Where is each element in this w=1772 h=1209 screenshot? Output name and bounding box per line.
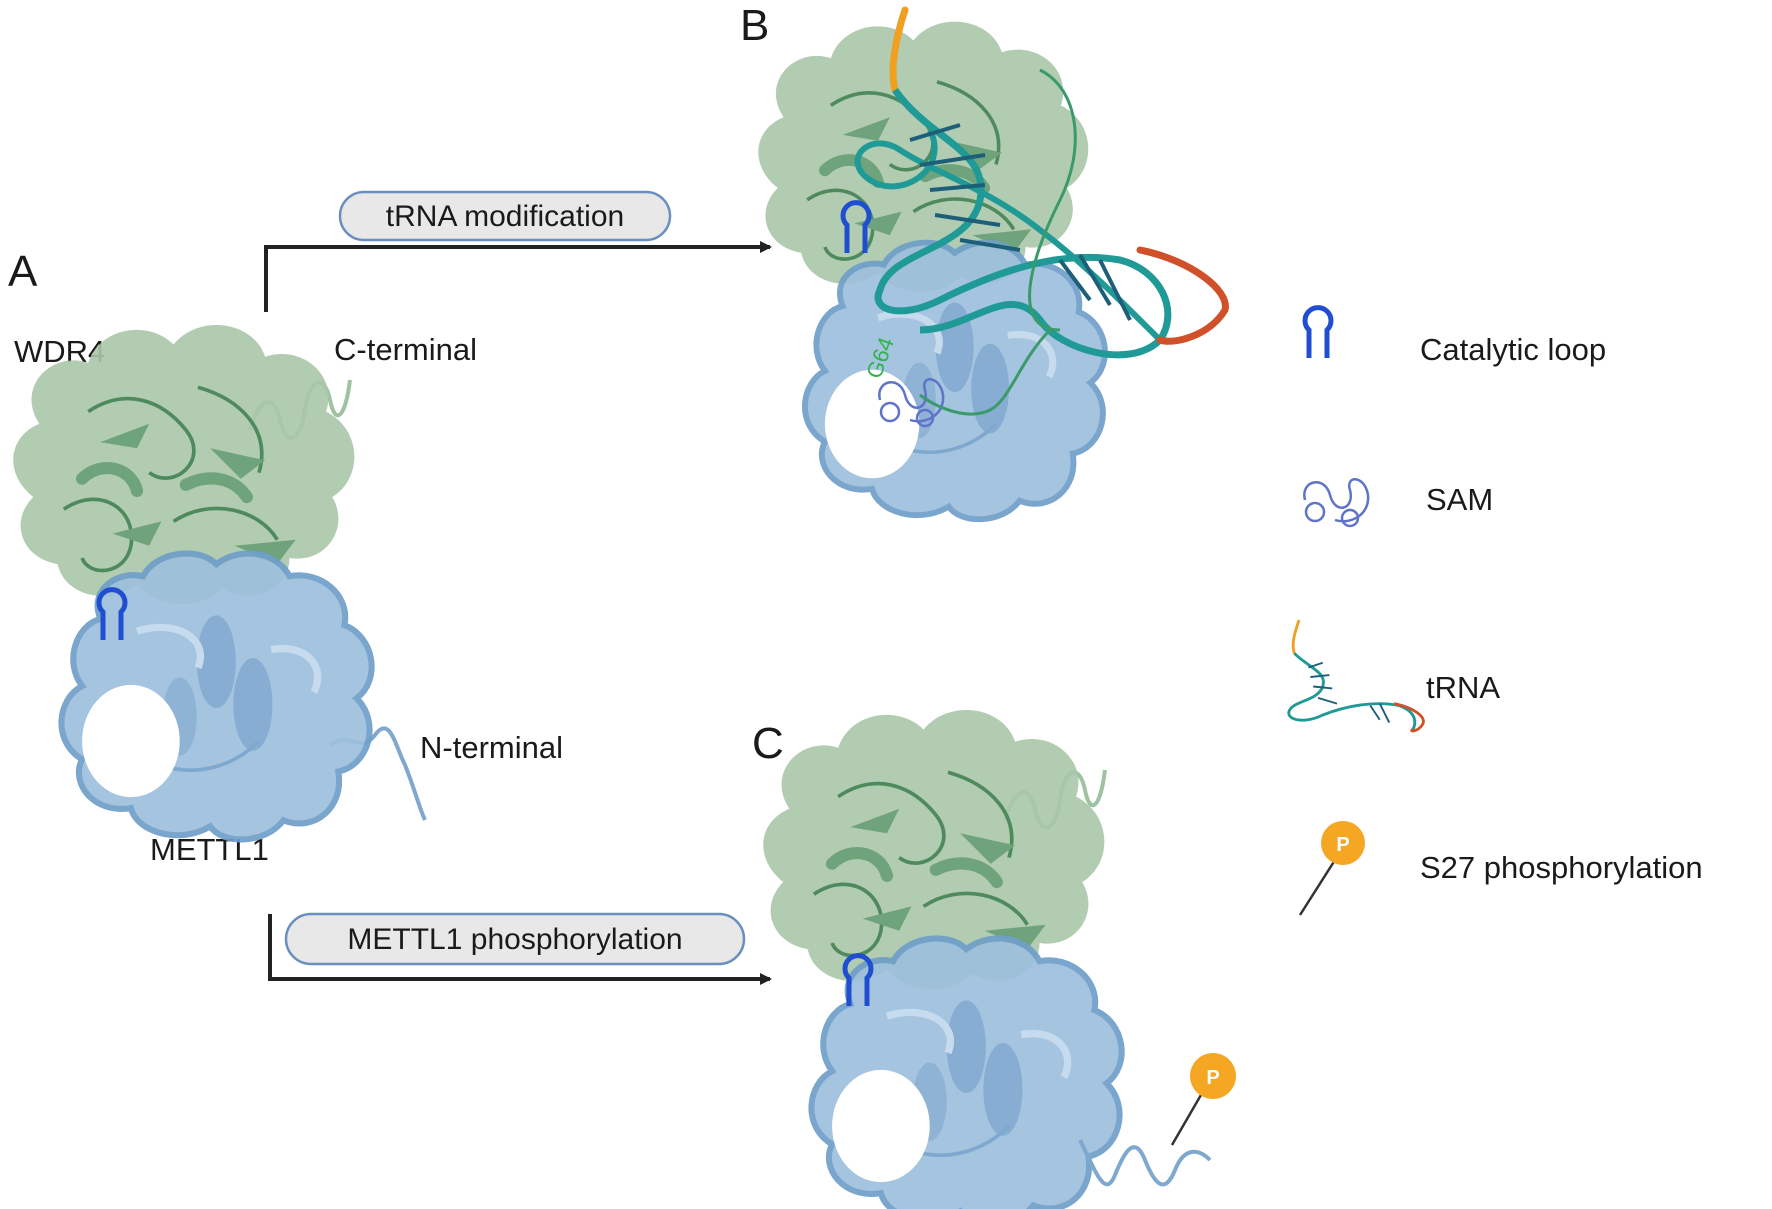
legend-sam-icon: [1303, 478, 1370, 528]
panel-b: B G64: [740, 1, 1229, 520]
legend: Catalytic loop SAM tRNA P S27 phosphoryl…: [1287, 308, 1703, 916]
sam-in-pocket: [878, 378, 945, 428]
arrow-mettl1-phosphorylation: METTL1 phosphorylation: [268, 912, 772, 985]
n-terminal-label: N-terminal: [420, 730, 563, 765]
trna-modification-pill: [338, 190, 672, 242]
c-terminal-label: C-terminal: [334, 332, 477, 367]
arrow-trna-modification: tRNA modification: [264, 190, 772, 312]
mettl1-phosphorylation-pill: [284, 912, 746, 966]
panel-label-a: A: [8, 247, 38, 296]
phosphate-stick: [1170, 1087, 1207, 1146]
legend-label-s27: S27 phosphorylation: [1420, 850, 1703, 885]
complex-phosphorylated: [763, 710, 1121, 1209]
wdr4-mettl1-complex: [13, 325, 371, 839]
legend-label-trna: tRNA: [1426, 670, 1500, 705]
legend-label-catalytic-loop: Catalytic loop: [1420, 332, 1606, 367]
trna-structure: [854, 6, 1229, 416]
panel-label-c: C: [752, 719, 784, 768]
n-terminal-tail-c: [1078, 1139, 1212, 1187]
legend-label-sam: SAM: [1426, 482, 1493, 517]
panel-a: A WDR4 C-terminal N-terminal METTL1: [8, 247, 563, 867]
legend-phosphate-icon: [1321, 821, 1365, 865]
phosphate-letter: P: [1206, 1067, 1219, 1089]
mettl1-phosphorylation-label: METTL1 phosphorylation: [347, 923, 682, 956]
phosphate-icon: [1190, 1053, 1236, 1099]
trna-modification-label: tRNA modification: [386, 200, 624, 233]
legend-phosphate-letter: P: [1336, 834, 1349, 856]
legend-phosphate-stick: [1298, 859, 1337, 916]
panel-c: C P: [752, 710, 1236, 1209]
complex-with-trna: [758, 22, 1105, 520]
panel-label-b: B: [740, 1, 769, 50]
legend-catalytic-loop-icon: [1305, 308, 1331, 358]
legend-trna-icon: [1287, 619, 1425, 733]
